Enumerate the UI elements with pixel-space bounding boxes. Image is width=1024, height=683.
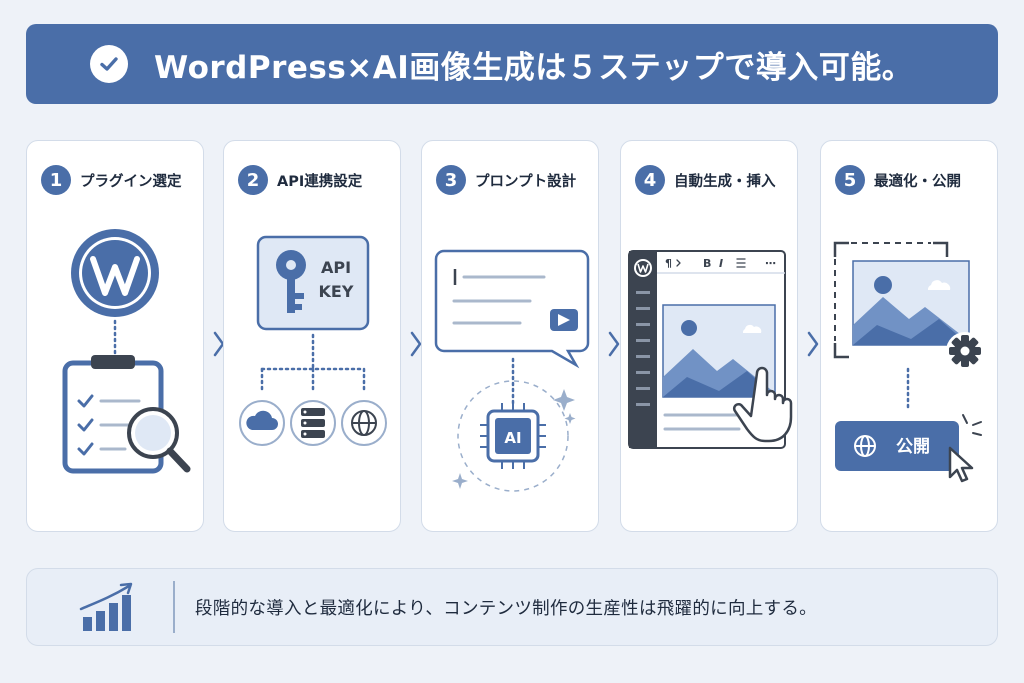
cursor-icon (948, 414, 982, 483)
step-title: API連携設定 (277, 173, 363, 190)
title-banner: WordPress×AI画像生成は５ステップで導入可能。 (26, 24, 998, 104)
publish-button-label: 公開 (896, 437, 930, 457)
key-icon (276, 250, 306, 313)
step-number-badge: 1 (41, 165, 71, 195)
step-header-5: 5 最適化・公開 (835, 165, 961, 195)
image-preview (852, 260, 970, 346)
editor-toolbar: ¶ B I ⋯ (665, 257, 776, 270)
chevron-right-icon (608, 331, 620, 357)
send-icon (550, 309, 578, 331)
check-icon (90, 45, 128, 83)
prompt-speech-bubble (434, 249, 590, 369)
step-header-3: 3 プロンプト設計 (436, 165, 576, 195)
step-illustration-1 (62, 229, 191, 474)
globe-icon (854, 435, 876, 457)
globe-icon (341, 400, 387, 446)
gear-icon (946, 332, 984, 370)
step-header-2: 2 API連携設定 (238, 165, 362, 195)
paragraph-icon: ¶ (665, 257, 672, 270)
step-number-badge: 5 (835, 165, 865, 195)
editor-window: ¶ B I ⋯ (628, 250, 786, 449)
page-title: WordPress×AI画像生成は５ステップで導入可能。 (154, 49, 914, 86)
hand-pointer-icon (733, 366, 793, 443)
server-icon (290, 400, 336, 446)
step-illustration-2: API KEY (239, 235, 387, 446)
key-label-api: API (321, 258, 351, 277)
summary-text: 段階的な導入と最適化により、コンテンツ制作の生産性は飛躍的に向上する。 (195, 598, 817, 619)
step-header-4: 4 自動生成・挿入 (635, 165, 776, 195)
step-title: プラグイン選定 (80, 173, 182, 190)
crop-frame (833, 241, 949, 359)
more-icon: ⋯ (765, 257, 776, 270)
ai-chip-icon: AI (480, 403, 546, 469)
step-card-3: 3 プロンプト設計 AI (421, 140, 599, 532)
bold-icon: B (703, 257, 711, 270)
chevron-right-icon (410, 331, 422, 357)
step-card-2: 2 API連携設定 API KEY (223, 140, 401, 532)
chevron-right-icon (807, 331, 819, 357)
step-number-badge: 2 (238, 165, 268, 195)
key-label-key: KEY (319, 282, 354, 301)
ai-chip-label: AI (504, 429, 521, 447)
summary-footer: 段階的な導入と最適化により、コンテンツ制作の生産性は飛躍的に向上する。 (26, 568, 998, 646)
wordpress-logo-icon (71, 229, 159, 317)
step-number-badge: 4 (635, 165, 665, 195)
step-header-1: 1 プラグイン選定 (41, 165, 182, 195)
step-card-4: 4 自動生成・挿入 ¶ B I ⋯ (620, 140, 798, 532)
step-title: 最適化・公開 (874, 173, 961, 190)
step-number-badge: 3 (436, 165, 466, 195)
footer-divider (173, 581, 175, 633)
step-card-1: 1 プラグイン選定 (26, 140, 204, 532)
growth-chart-icon (79, 582, 133, 631)
step-card-5: 5 最適化・公開 (820, 140, 998, 532)
cloud-icon (239, 400, 285, 446)
italic-icon: I (719, 257, 723, 270)
step-illustration-5: 公開 (833, 241, 984, 483)
image-block (662, 304, 776, 398)
magnifier-icon (127, 407, 191, 473)
publish-button: 公開 (835, 421, 959, 471)
step-title: 自動生成・挿入 (674, 173, 776, 190)
step-title: プロンプト設計 (475, 173, 577, 190)
wordpress-logo-icon (634, 259, 652, 277)
step-illustration-3: AI (434, 249, 590, 492)
api-key-panel: API KEY (256, 235, 370, 331)
sparkle-icon (452, 389, 576, 489)
step-illustration-4: ¶ B I ⋯ (628, 250, 793, 449)
